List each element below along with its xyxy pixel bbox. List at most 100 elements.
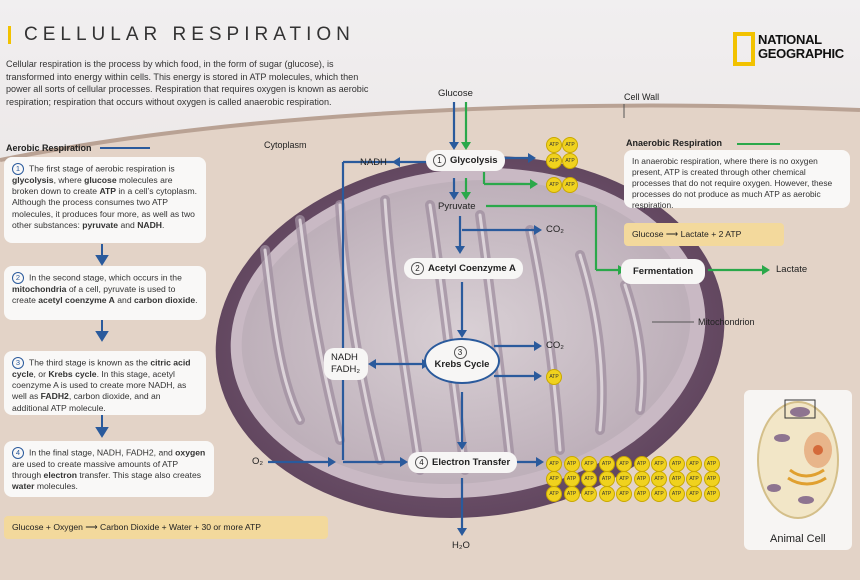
co2-bottom-label: CO₂ [546,340,564,351]
step-4-b: are used to create massive amounts of AT… [12,459,178,481]
nadh-label: NADH [331,352,358,363]
atp-molecule: ATP [686,471,702,487]
step-1-term5: NADH [137,219,163,230]
step-number: 4 [12,447,24,459]
glycolysis-label: Glycolysis [450,155,498,166]
glycolysis-node: 1 Glycolysis [426,150,505,171]
fadh2-label: FADH₂ [331,364,361,375]
title-accent-bar [8,26,11,44]
step-1-term: glycolysis [12,175,54,185]
fermentation-node: Fermentation [621,259,706,284]
atp-molecule: ATP [616,486,632,502]
step-4-d: molecules. [34,481,78,492]
atp-molecule: ATP [546,456,562,472]
step-1-b: , where [53,175,85,185]
step-1-term4: pyruvate [82,219,119,230]
step-1-a: The first stage of aerobic respiration i… [29,163,175,174]
step-2-card: 2 In the second stage, which occurs in th… [4,266,206,320]
page-title: CELLULAR RESPIRATION [24,24,355,45]
atp-molecule: ATP [563,471,580,487]
step-4-a: In the final stage, NADH, FADH2, and [29,447,176,458]
mitochondrion-label: Mitochondrion [698,317,755,327]
step-2-c: and [114,295,134,306]
glucose-label: Glucose [438,88,473,99]
step-1-d: in a cell’s cytoplasm. Although the proc… [12,186,198,230]
step-3-term3: FADH2 [40,391,69,402]
step-4-term2: electron [43,470,77,481]
logo-line-2: GEOGRAPHIC [758,45,844,61]
step-4-card: 4 In the final stage, NADH, FADH2, and ox… [4,441,214,497]
atp-molecule: ATP [616,471,632,487]
cytoplasm-label: Cytoplasm [264,140,307,150]
acetyl-label: Acetyl Coenzyme A [428,263,516,274]
atp-molecule: ATP [563,456,580,472]
step-number: 2 [12,272,24,284]
electron-label: Electron Transfer [432,457,511,468]
atp-molecule: ATP [633,486,650,502]
step-2-term: mitochondria [12,284,67,294]
atp-molecule: ATP [546,471,562,487]
step-number: 3 [12,357,24,369]
glycolysis-number: 1 [433,154,446,167]
atp-molecule: ATP [686,486,702,502]
atp-molecule: ATP [563,486,580,502]
step-2-a: In the second stage, which occurs in the [29,272,182,283]
step-3-term2: Krebs cycle [48,369,97,379]
atp-molecule: ATP [546,153,562,169]
animal-cell-label: Animal Cell [770,533,826,545]
atp-molecule: ATP [651,471,667,487]
cell-wall-label: Cell Wall [624,92,660,102]
step-1-term2: glucose [84,175,117,185]
step-3-term: citric acid cycle [12,357,191,379]
step-3-a: The third stage is known as the [29,357,151,368]
atp-molecule: ATP [651,486,667,502]
acetyl-number: 2 [411,262,424,275]
atp-molecule: ATP [598,456,615,472]
anaerobic-heading: Anaerobic Respiration [626,138,723,148]
step-4-term: oxygen [175,447,206,458]
aerobic-equation: Glucose + Oxygen ⟶ Carbon Dioxide + Wate… [4,516,328,539]
atp-molecule: ATP [703,486,720,502]
atp-molecule: ATP [598,471,615,487]
pyruvate-label: Pyruvate [438,201,476,212]
nadh-top-label: NADH [360,157,387,168]
step-4-c: transfer. This stage also creates [76,470,202,481]
atp-molecule: ATP [546,369,562,385]
step-3-card: 3 The third stage is known as the citric … [4,351,206,415]
h2o-label: H₂O [452,540,470,551]
step-2-term2: acetyl coenzyme A [38,295,115,306]
step-1-term3: ATP [99,186,116,197]
atp-molecule: ATP [562,177,578,193]
step-1-c: molecules are broken down to create [12,175,173,197]
step-2-b: of a cell, pyruvate is used to create [12,284,176,306]
atp-molecule: ATP [562,153,578,169]
atp-molecule: ATP [546,486,562,502]
atp-molecule: ATP [546,177,562,193]
logo-line-1: NATIONAL [758,32,822,47]
lactate-label: Lactate [776,264,808,275]
aerobic-heading: Aerobic Respiration [6,143,92,153]
step-2-d: . [195,295,198,306]
electron-transfer-node: 4 Electron Transfer [408,452,518,473]
atp-molecule: ATP [581,471,597,487]
atp-molecule: ATP [651,456,667,472]
step-3-d: , carbon dioxide, and an additional ATP … [12,391,161,413]
atp-molecule: ATP [633,456,650,472]
atp-molecule: ATP [668,486,685,502]
atp-molecule: ATP [581,486,597,502]
atp-molecule: ATP [562,137,578,153]
acetyl-node: 2 Acetyl Coenzyme A [404,258,523,279]
step-4-term3: water [12,481,35,492]
atp-molecule: ATP [598,486,615,502]
anaerobic-equation: Glucose ⟶ Lactate + 2 ATP [624,223,784,246]
krebs-label: Krebs Cycle [434,359,490,370]
electron-number: 4 [415,456,428,469]
krebs-number: 3 [453,346,467,359]
step-2-term3: carbon dioxide [134,295,196,306]
step-1-f: . [162,219,165,230]
step-number: 1 [12,163,24,175]
